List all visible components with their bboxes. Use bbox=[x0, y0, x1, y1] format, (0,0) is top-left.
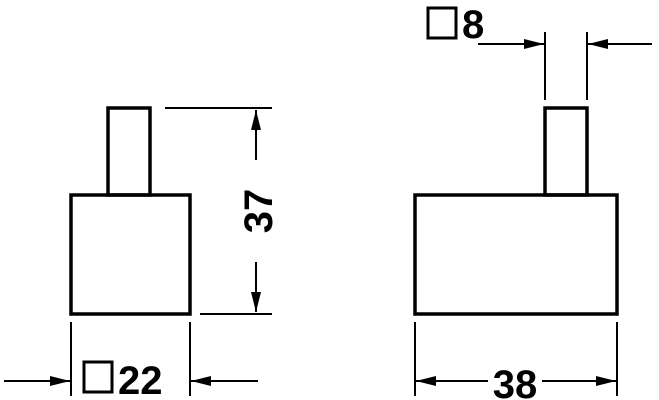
right-pin bbox=[543, 106, 589, 197]
height-dimension: 37 bbox=[165, 107, 281, 315]
right-width-label: 38 bbox=[493, 363, 538, 400]
left-body bbox=[69, 193, 192, 316]
right-body bbox=[413, 193, 619, 316]
left-view: 37 22 bbox=[4, 106, 281, 400]
square-symbol-icon bbox=[426, 6, 458, 40]
pin-label: 8 bbox=[462, 3, 484, 47]
height-label: 37 bbox=[237, 189, 281, 234]
pin-dimension: 8 bbox=[426, 3, 652, 100]
left-pin bbox=[106, 106, 152, 197]
left-width-label: 22 bbox=[118, 359, 163, 400]
right-width-dimension: 38 bbox=[414, 322, 618, 400]
right-view: 8 38 bbox=[413, 3, 652, 400]
square-symbol-icon bbox=[82, 360, 114, 394]
left-width-dimension: 22 bbox=[4, 322, 258, 400]
